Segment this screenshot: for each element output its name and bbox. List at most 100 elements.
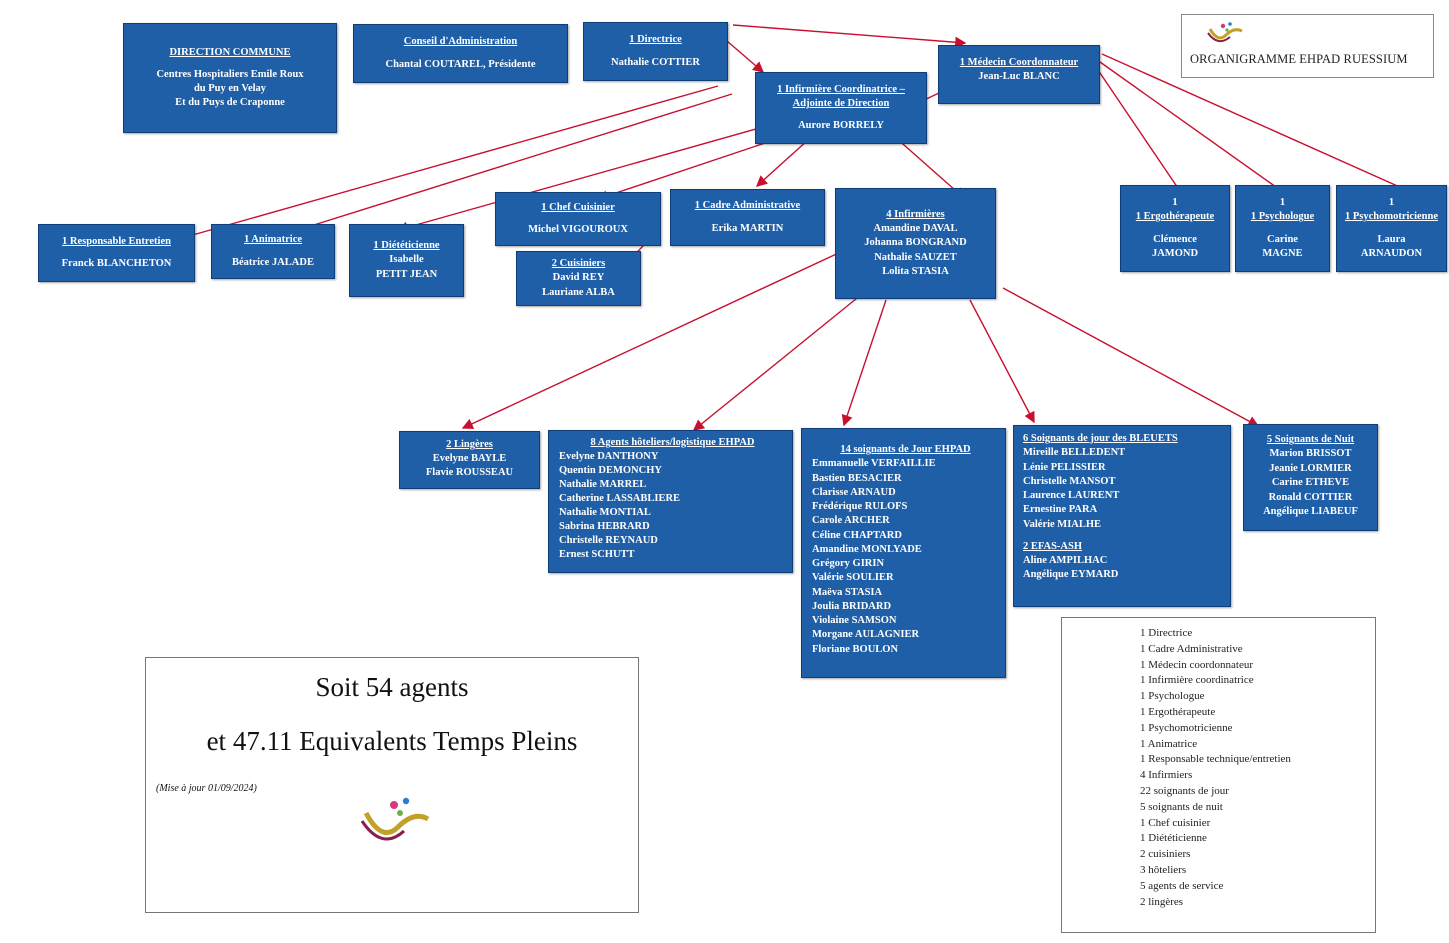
node-line: Christelle REYNAUD bbox=[559, 534, 658, 546]
list-item: 1 Diététicienne bbox=[1140, 832, 1207, 845]
node-line: Angélique LIABEUF bbox=[1263, 506, 1358, 518]
list-item: 5 agents de service bbox=[1140, 879, 1224, 892]
list-item: 2 cuisiniers bbox=[1140, 848, 1191, 861]
list-item: 1 Ergothérapeute bbox=[1140, 705, 1216, 718]
node-line: Carole ARCHER bbox=[812, 515, 890, 527]
list-item: 3 hôteliers bbox=[1140, 863, 1187, 876]
node-line: Violaine SAMSON bbox=[812, 615, 897, 627]
node-line: Aline AMPILHAC bbox=[1023, 555, 1108, 567]
node-medecin: 1 Médecin Coordonnateur Jean-Luc BLANC bbox=[938, 45, 1100, 104]
node-line: Laurence LAURENT bbox=[1023, 490, 1120, 502]
node-line: Angélique EYMARD bbox=[1023, 569, 1119, 581]
list-item: 1 Animatrice bbox=[1140, 737, 1198, 750]
node-line: Frédérique RULOFS bbox=[812, 501, 908, 513]
node-line: Laura bbox=[1377, 233, 1406, 245]
list-item: 1 Cadre Administrative bbox=[1140, 642, 1243, 655]
node-title: 1 Psychologue bbox=[1250, 211, 1315, 223]
node-directrice: 1 Directrice Nathalie COTTIER bbox=[583, 22, 728, 81]
node-title: 1 Chef Cuisinier bbox=[541, 201, 615, 213]
node-line: Ronald COTTIER bbox=[1268, 491, 1353, 503]
node-line: Morgane AULAGNIER bbox=[812, 629, 920, 641]
node-title: 8 Agents hôteliers/logistique EHPAD bbox=[590, 437, 755, 448]
node-title: 6 Soignants de jour des BLEUETS bbox=[1023, 433, 1178, 444]
node-line: ARNAUDON bbox=[1360, 247, 1423, 259]
node-line: Maëva STASIA bbox=[812, 586, 883, 598]
node-dieteticienne: 1 Diététicienne Isabelle PETIT JEAN bbox=[349, 224, 464, 297]
node-line: David REY bbox=[552, 272, 605, 284]
node-line: Michel VIGOUROUX bbox=[528, 224, 628, 235]
list-item: 1 Psychologue bbox=[1140, 690, 1205, 703]
node-psychologue: 1 1 Psychologue Carine MAGNE bbox=[1235, 185, 1330, 272]
arrow-infirmieres-bleuets bbox=[969, 299, 1035, 424]
node-agents-hoteliers: 8 Agents hôteliers/logistique EHPAD Evel… bbox=[548, 430, 793, 573]
node-title: 1 Médecin Coordonnateur bbox=[959, 57, 1079, 68]
node-soignants-nuit: 5 Soignants de Nuit Marion BRISSOT Jeani… bbox=[1243, 424, 1378, 531]
node-line: Amandine MONLYADE bbox=[812, 543, 922, 555]
arrow-infirmieres-agents bbox=[692, 289, 868, 431]
node-title: 1 Animatrice bbox=[243, 234, 303, 246]
list-item: 1 Chef cuisinier bbox=[1140, 816, 1211, 829]
org-chart-title: ORGANIGRAMME EHPAD RUESSIUM bbox=[1190, 52, 1408, 66]
node-infirmiere-coordinatrice: 1 Infirmière Coordinatrice – Adjointe de… bbox=[755, 72, 927, 144]
arrow-infirmieres-jour bbox=[841, 299, 887, 427]
node-line: Mireille BELLEDENT bbox=[1023, 447, 1126, 459]
node-line: Valérie SOULIER bbox=[812, 572, 894, 584]
node-title: 2 Cuisiniers bbox=[551, 258, 606, 270]
node-infirmieres: 4 Infirmières Amandine DAVAL Johanna BON… bbox=[835, 188, 996, 299]
node-chef-cuisinier: 1 Chef Cuisinier Michel VIGOUROUX bbox=[495, 192, 661, 246]
node-line: Grégory GIRIN bbox=[812, 558, 885, 570]
node-line: Nathalie MONTIAL bbox=[559, 506, 651, 518]
node-animatrice: 1 Animatrice Béatrice JALADE bbox=[211, 224, 335, 279]
list-item: 1 Psychomotricienne bbox=[1140, 721, 1233, 734]
node-line: Lolita STASIA bbox=[882, 265, 949, 277]
node-line: Franck BLANCHETON bbox=[61, 258, 172, 269]
residence-logo-icon bbox=[1207, 22, 1243, 43]
node-line: Carine ETHEVE bbox=[1271, 477, 1350, 489]
node-line: Erika MARTIN bbox=[711, 222, 784, 234]
node-line: Isabelle bbox=[389, 254, 424, 266]
node-soignants-bleuets: 6 Soignants de jour des BLEUETS Mireille… bbox=[1013, 425, 1231, 607]
header-box: ORGANIGRAMME EHPAD RUESSIUM bbox=[1181, 14, 1434, 78]
node-line: Clémence bbox=[1153, 233, 1197, 245]
node-line: Lauriane ALBA bbox=[542, 286, 615, 298]
node-responsable-entretien: 1 Responsable Entretien Franck BLANCHETO… bbox=[38, 224, 195, 282]
node-conseil: Conseil d'Administration Chantal COUTARE… bbox=[353, 24, 568, 83]
node-ergotherapeute: 1 1 Ergothérapeute Clémence JAMOND bbox=[1120, 185, 1230, 272]
node-line: Amandine DAVAL bbox=[873, 223, 958, 235]
node-title: 1 Responsable Entretien bbox=[62, 235, 171, 247]
summary-box: Soit 54 agents et 47.11 Equivalents Temp… bbox=[145, 657, 639, 913]
arrow-infirmieres-nuit bbox=[1002, 287, 1260, 427]
node-line: du Puy en Velay bbox=[193, 83, 267, 94]
node-line: Johanna BONGRAND bbox=[864, 237, 967, 249]
node-line: Quentin DEMONCHY bbox=[559, 464, 662, 476]
node-line: JAMOND bbox=[1151, 247, 1199, 259]
node-line: Clarisse ARNAUD bbox=[812, 486, 896, 498]
node-line: Evelyne BAYLE bbox=[432, 453, 507, 465]
list-item: 5 soignants de nuit bbox=[1140, 800, 1223, 813]
node-line: Floriane BOULON bbox=[812, 643, 899, 655]
node-line: Ernestine PARA bbox=[1023, 504, 1098, 516]
node-title: 2 Lingères bbox=[446, 439, 493, 450]
summary-update-date: (Mise à jour 01/09/2024) bbox=[156, 783, 257, 794]
node-line: Evelyne DANTHONY bbox=[559, 450, 659, 462]
node-line: Carine bbox=[1267, 233, 1298, 245]
node-title: 1 Diététicienne bbox=[373, 240, 440, 252]
node-line: Aurore BORRELY bbox=[798, 120, 884, 132]
node-line: Nathalie SAUZET bbox=[874, 251, 957, 263]
node-line: PETIT JEAN bbox=[375, 268, 438, 280]
node-line: Sabrina HEBRARD bbox=[559, 520, 650, 532]
node-count: 1 bbox=[1388, 197, 1395, 209]
node-line: Jeanie LORMIER bbox=[1269, 462, 1352, 474]
arrow-medecin-ergo bbox=[1097, 69, 1185, 199]
node-line: Bastien BESACIER bbox=[812, 472, 902, 484]
node-line: Céline CHAPTARD bbox=[812, 529, 902, 541]
node-line: Nathalie MARREL bbox=[559, 478, 647, 490]
node-line: Et du Puys de Craponne bbox=[175, 97, 285, 109]
node-soignants-jour: 14 soignants de Jour EHPAD Emmanuelle VE… bbox=[801, 428, 1006, 678]
node-line: Marion BRISSOT bbox=[1269, 448, 1352, 460]
node-count: 1 bbox=[1279, 197, 1286, 209]
list-item: 4 Infirmiers bbox=[1140, 769, 1193, 782]
node-title: 1 Infirmière Coordinatrice – Adjointe de… bbox=[777, 83, 905, 109]
node-line: Centres Hospitaliers Emile Roux bbox=[156, 68, 304, 80]
list-item: 1 Infirmière coordinatrice bbox=[1140, 674, 1254, 687]
